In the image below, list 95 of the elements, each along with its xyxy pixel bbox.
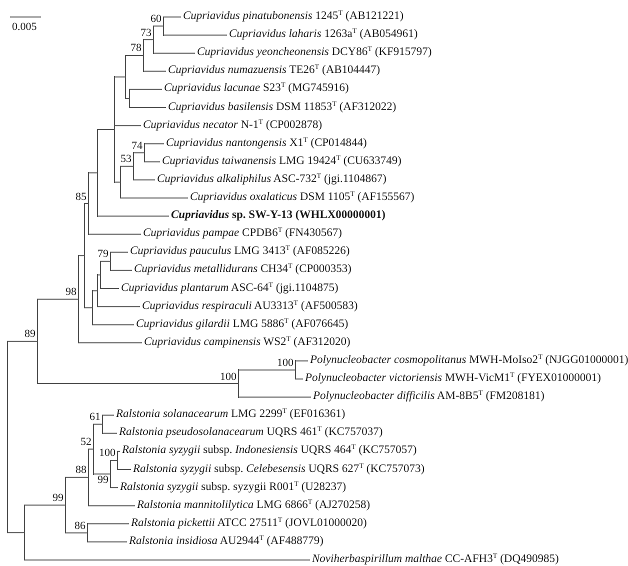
taxon-label: Cupriavidus numazuensis TE26$^{T}$ (AB104447) xyxy=(168,64,380,78)
taxon-label: Ralstonia pseudosolanacearum UQRS 461$^{T}$ (KC757037) xyxy=(119,426,383,440)
bootstrap-value: 61 xyxy=(90,412,100,424)
branch-line xyxy=(6,532,24,534)
branch-line xyxy=(132,179,156,180)
branch-line xyxy=(100,260,110,262)
taxon-label: Cupriavidus respiraculi AU3313$^{T}$ (AF500583) xyxy=(142,300,358,313)
branch-line xyxy=(88,448,94,450)
branch-line xyxy=(162,34,228,36)
taxon-label: Cupriavidus basilensis DSM 11853$^{T}$ (AF312022) xyxy=(168,100,396,114)
bootstrap-value: 99 xyxy=(98,475,108,486)
taxon-label: Cupriavidus yeoncheonensis DCY86$^{T}$ (KF915797) xyxy=(197,46,432,60)
taxon-label: Cupriavidus gilardii LMG 5886$^{T}$ (AF076645) xyxy=(136,318,348,331)
taxon-label: Cupriavidus oxalaticus DSM 1105$^{T}$ (AF155567) xyxy=(190,191,414,204)
branch-line xyxy=(238,369,296,370)
taxon-label: Cupriavidus pauculus LMG 3413$^{T}$ (AF085226) xyxy=(130,245,350,258)
branch-line xyxy=(128,88,162,90)
taxon-label: Cupriavidus metallidurans CH34$^{T}$ (CP000353) xyxy=(134,263,352,276)
bootstrap-value: 60 xyxy=(150,14,162,26)
branch-line xyxy=(110,252,128,253)
taxon-label: Ralstonia insidiosa AU2944$^{T}$ (AF488779) xyxy=(129,534,324,548)
branch-line xyxy=(6,340,38,342)
branch-line xyxy=(92,324,134,326)
taxon-label: Ralstonia solanacearum LMG 2299$^{T}$ (EF016361) xyxy=(116,408,346,422)
branch-line xyxy=(78,342,142,344)
branch-line xyxy=(120,166,134,167)
taxon-label: Cupriavidus pinatubonensis 1245$^{T}$ (AB121221) xyxy=(183,10,404,23)
branch-line xyxy=(142,39,154,40)
branch-line xyxy=(24,504,66,506)
branch-line xyxy=(96,216,170,217)
bootstrap-value: 99 xyxy=(52,493,64,504)
branch-line xyxy=(294,378,304,380)
branch-line xyxy=(128,107,166,108)
branch-line xyxy=(294,360,308,362)
taxon-label: Cupriavidus necator N-1$^{T}$ (CP002878) xyxy=(143,118,322,132)
taxon-label: Polynucleobacter victoriensis MWH-VicM1$^{T}$ (FYEX01000001) xyxy=(305,372,601,385)
bootstrap-value: 100 xyxy=(277,358,294,369)
bootstrap-value: 53 xyxy=(120,154,132,166)
branch-line xyxy=(86,541,128,542)
taxon-label: Ralstonia syzygii subsp. Indonesiensis UQRS 464$^{T}$ (KC757057) xyxy=(122,444,417,458)
branch-line xyxy=(110,270,132,271)
taxon-label: Ralstonia pickettii ATCC 27511$^{T}$ (JOVL01000020) xyxy=(131,516,367,530)
bootstrap-value: 88 xyxy=(76,465,86,476)
branch-line xyxy=(144,161,160,162)
taxon-label: Noviherbaspirillum malthae CC-AFH3$^{T}$ (DQ490985) xyxy=(312,553,559,566)
taxon-label: Cupriavidus campinensis WS2$^{T}$ (AF312020) xyxy=(144,336,350,349)
branch-line xyxy=(152,52,196,54)
branch-line xyxy=(88,234,142,235)
taxon-label: Ralstonia mannitolilytica LMG 6866$^{T}$ (AJ270258) xyxy=(137,498,370,512)
branch-line xyxy=(96,129,114,130)
branch-line xyxy=(88,505,136,506)
bootstrap-value: 85 xyxy=(76,192,86,202)
branch-line xyxy=(114,125,142,126)
taxon-label: Cupriavidus pampae CPDB6$^{T}$ (FN430567) xyxy=(143,227,342,240)
taxon-label: Cupriavidus taiwanensis LMG 19424$^{T}$ (CU633749) xyxy=(162,154,402,168)
bootstrap-value: 73 xyxy=(140,28,152,39)
taxon-label: Cupriavidus lacunae S23$^{T}$ (MG745916) xyxy=(164,82,349,96)
branch-line xyxy=(144,143,164,144)
bootstrap-value: 100 xyxy=(99,448,116,460)
branch-line xyxy=(86,523,130,524)
branch-line xyxy=(238,396,312,398)
branch-line xyxy=(124,54,144,56)
taxon-label: Cupriavidus plantarum ASC-64$^{T}$ (jgi.1104875) xyxy=(121,282,338,294)
taxon-label: Cupriavidus nantongensis X1$^{T}$ (CP014844) xyxy=(166,136,367,150)
branch-line xyxy=(100,288,120,289)
branch-line xyxy=(116,469,132,470)
taxon-label: Cupriavidus alkaliphilus ASC-732$^{T}$ (jgi.1104867) xyxy=(157,172,386,186)
branch-line xyxy=(102,414,114,416)
taxon-label: Ralstonia syzygii subsp. syzygii R001$^{T}$ (U28237) xyxy=(120,480,346,494)
taxon-label: Ralstonia syzygii subsp. Celebesensis UQRS 627$^{T}$ (KC757073) xyxy=(133,462,425,476)
branch-line xyxy=(36,383,238,384)
taxon-label: Cupriavidus sp. SW-Y-13 (WHLX00000001) xyxy=(171,209,386,222)
branch-line xyxy=(102,432,118,434)
branch-line xyxy=(92,474,110,475)
scale-value: 0.005 xyxy=(12,21,37,33)
branch-line xyxy=(96,306,140,308)
taxon-label: Polynucleobacter difficilis AM-8B5$^{T}$ (FM208181) xyxy=(313,390,544,404)
bootstrap-value: 79 xyxy=(98,249,108,260)
branch-line xyxy=(64,532,88,534)
bootstrap-value: 100 xyxy=(220,372,236,382)
branch-line xyxy=(152,26,164,27)
bootstrap-value: 86 xyxy=(74,520,86,532)
branch-line xyxy=(162,16,182,18)
bootstrap-value: 74 xyxy=(132,140,142,152)
branch-line xyxy=(142,70,166,72)
branch-line xyxy=(64,476,88,478)
taxon-label: Cupriavidus laharis 1263a$^{T}$ (AB054961) xyxy=(229,28,418,42)
branch-line xyxy=(36,298,78,300)
branch-line xyxy=(132,152,144,154)
bootstrap-value: 89 xyxy=(24,329,36,340)
bootstrap-value: 98 xyxy=(66,287,76,298)
bootstrap-value: 52 xyxy=(80,437,92,448)
bootstrap-value: 78 xyxy=(130,43,142,54)
branch-line xyxy=(114,76,126,78)
taxon-label: Polynucleobacter cosmopolitanus MWH-MoIso2$^{T}$ (NJGG01000001) xyxy=(310,354,628,367)
